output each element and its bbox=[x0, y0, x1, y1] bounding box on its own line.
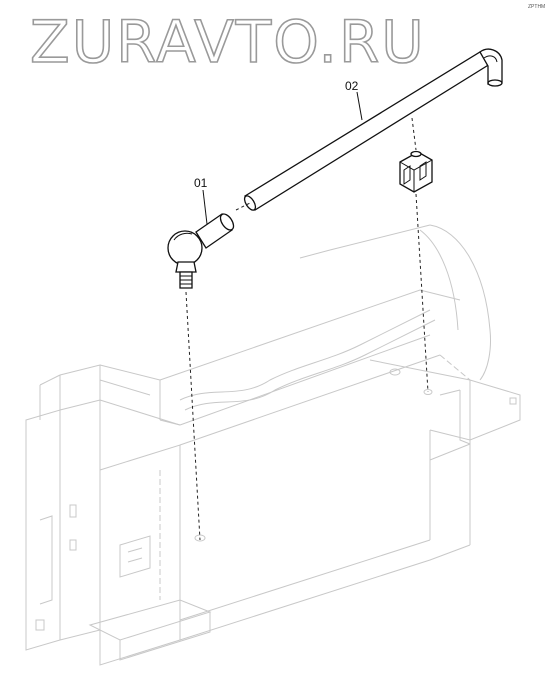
callout-01-leader bbox=[202, 189, 208, 225]
corner-mark: ZPTHM bbox=[528, 4, 545, 10]
part-02-handle-rod bbox=[243, 48, 503, 211]
ghost-frame-assembly bbox=[25, 224, 521, 666]
part-01-ball-joint bbox=[167, 213, 235, 289]
callout-01-label: 01 bbox=[194, 176, 208, 190]
assembly-centerlines bbox=[185, 117, 429, 541]
callout-02-leader bbox=[356, 91, 363, 121]
callout-02-label: 02 bbox=[345, 79, 359, 93]
part-mounting-bracket bbox=[399, 150, 433, 193]
watermark-text: ZURAVTO.RU bbox=[30, 8, 426, 76]
